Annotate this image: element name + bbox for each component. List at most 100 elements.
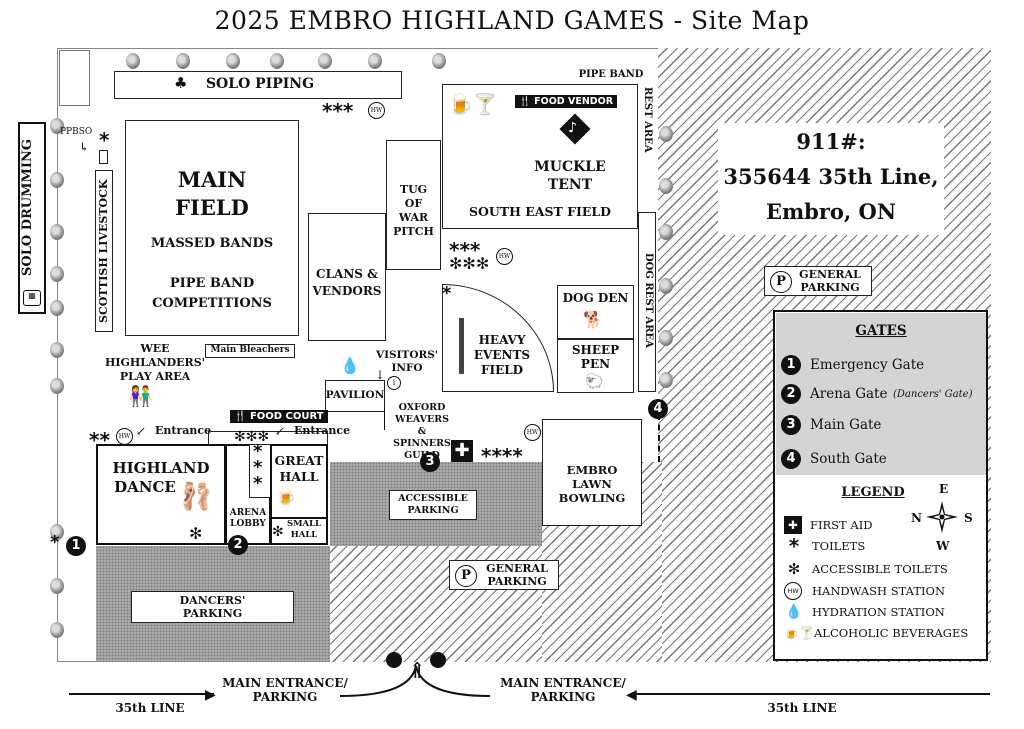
toilets-icon: *** — [322, 99, 354, 123]
caber-icon — [459, 318, 464, 374]
pointer-line — [384, 408, 385, 430]
tree-icon — [270, 53, 284, 69]
alcohol-icon: 🍺 — [276, 487, 296, 506]
sheep-pen-line1: SHEEP — [571, 343, 620, 357]
oxford-weavers-line2: WEAVERS — [395, 414, 449, 425]
clans-vendors-area — [308, 213, 386, 341]
accessible-parking-line1: ACCESSIBLE — [398, 493, 468, 504]
gate-2-legend-label: Arena Gate — [810, 386, 888, 402]
handwash-icon: HW — [116, 428, 133, 445]
highland-dance-line2: DANCE — [114, 478, 176, 496]
lawn-bowling-line3: BOWLING — [558, 491, 626, 505]
rest-area-label: REST AREA — [642, 87, 653, 153]
tree-icon — [659, 126, 673, 142]
clans-vendors-line2: VENDORS — [312, 284, 382, 298]
dog-rest-area — [638, 212, 656, 392]
entrance-arrow-icon: ↙ — [136, 424, 147, 438]
tree-icon — [50, 622, 64, 638]
storage-building — [59, 50, 90, 106]
great-hall — [270, 444, 328, 519]
legend-first-aid-label: FIRST AID — [810, 518, 873, 532]
dancers-parking-line1: DANCERS' — [179, 594, 246, 607]
main-field-title-line1: MAIN — [177, 167, 247, 192]
gate-4-legend-label: South Gate — [810, 451, 887, 467]
toilets-icon: **** — [481, 444, 523, 468]
south-east-field — [442, 84, 638, 229]
tree-icon — [226, 53, 240, 69]
gate-4-marker[interactable]: 4 — [648, 399, 668, 419]
tree-icon — [659, 372, 673, 388]
pavilion-label: PAVILION — [325, 389, 385, 401]
south-gate-path — [658, 414, 660, 462]
emergency-address-line2: Embro, ON — [765, 199, 897, 224]
legend-first-aid: ✚ FIRST AID — [784, 516, 872, 534]
accessible-toilets-icon: ✻✻✻ — [234, 429, 270, 445]
handwash-icon: HW — [524, 424, 541, 441]
main-entrance-left-line1: MAIN ENTRANCE/ — [222, 676, 348, 690]
arena-lobby-line2: LOBBY — [230, 519, 266, 529]
gate-2-marker[interactable]: 2 — [228, 535, 248, 555]
main-field-title-line2: FIELD — [175, 195, 249, 220]
emergency-911-label: 911#: — [796, 129, 866, 154]
gate-3-marker[interactable]: 3 — [420, 452, 440, 472]
dancer-icon: 🩰 — [180, 482, 213, 512]
gate-3-legend-label: Main Gate — [810, 417, 882, 433]
food-court-label: FOOD COURT — [249, 411, 324, 422]
tug-of-war-line1: TUG — [399, 183, 428, 196]
wee-highlanders-line1: WEE — [140, 342, 170, 355]
compass-east: S — [964, 511, 973, 525]
gate-1-legend-icon: 1 — [781, 355, 801, 375]
entrance-label-west: Entrance — [155, 424, 212, 437]
scottish-livestock-area — [95, 170, 113, 332]
solo-drumming-sign — [18, 122, 46, 314]
food-court-badge: 🍴 FOOD COURT — [230, 410, 328, 423]
road-arrow-east-head: ◀ — [626, 687, 637, 703]
legend-handwash: HW HANDWASH STATION — [784, 582, 945, 600]
legend-accessible-toilets: ✻ ACCESSIBLE TOILETS — [784, 560, 948, 578]
tree-icon — [50, 342, 64, 358]
tree-icon — [50, 524, 64, 540]
gate-4-legend-icon: 4 — [781, 449, 801, 469]
legend-accessible-toilets-label: ACCESSIBLE TOILETS — [812, 562, 948, 576]
accessible-toilets-icon: ✻ — [787, 560, 801, 578]
tree-icon — [659, 278, 673, 294]
heavy-events-line3: FIELD — [480, 363, 524, 377]
handwash-icon: HW — [368, 102, 385, 119]
oxford-weavers-line4: SPINNERS — [393, 438, 451, 449]
gate-3-legend-icon: 3 — [781, 415, 801, 435]
visitors-info-line2: INFO — [391, 362, 423, 374]
parking-icon: P — [455, 565, 477, 587]
toilets-icon: * — [99, 128, 110, 152]
entrance-post-left — [386, 652, 402, 668]
info-icon: i — [387, 376, 401, 390]
clans-vendors-line1: CLANS & — [316, 267, 378, 281]
hydration-icon: 💧 — [785, 604, 803, 620]
tree-icon — [368, 53, 382, 69]
main-entrance-right-line1: MAIN ENTRANCE/ — [500, 676, 626, 690]
tree-icon — [318, 53, 332, 69]
gate-2-legend-note: (Dancers' Gate) — [893, 389, 973, 400]
toilets-icon: * — [50, 532, 60, 553]
tree-icon — [126, 53, 140, 69]
entrance-label-east: Entrance — [294, 424, 351, 437]
pipe-band-label: PIPE BAND — [169, 276, 255, 291]
tug-of-war-line2: OF — [404, 197, 423, 210]
road-35th-line-west: 35th LINE — [115, 701, 185, 715]
arena-lobby-line1: ARENA — [229, 508, 267, 518]
highland-dance-area — [96, 444, 226, 545]
toilets-icon: * — [788, 534, 800, 558]
general-parking-south-line1: GENERAL — [486, 562, 548, 575]
fork-knife-icon: 🍴 — [519, 96, 531, 107]
tree-icon — [432, 53, 446, 69]
gate-1-marker[interactable]: 1 — [66, 536, 86, 556]
south-east-field-label: SOUTH EAST FIELD — [468, 204, 612, 219]
tree-icon — [50, 224, 64, 240]
legend-toilets-label: TOILETS — [812, 539, 866, 553]
first-aid-icon: ✚ — [451, 440, 473, 462]
sheep-pen — [557, 339, 634, 393]
main-bleachers-label: Main Bleachers — [210, 345, 290, 355]
tree-icon — [176, 53, 190, 69]
legend-handwash-label: HANDWASH STATION — [812, 584, 946, 598]
main-bleachers — [205, 344, 295, 358]
dog-icon: 🐕 — [583, 310, 603, 329]
